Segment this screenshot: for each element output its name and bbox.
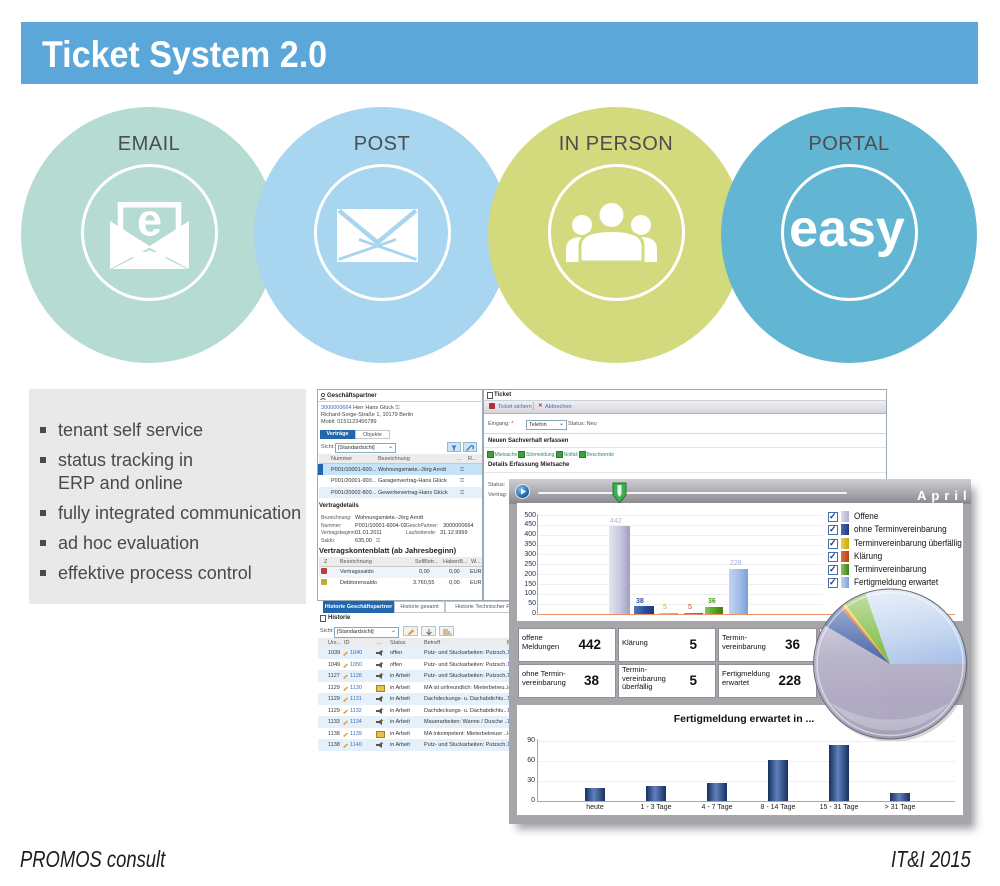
svg-text:e: e: [137, 202, 162, 246]
